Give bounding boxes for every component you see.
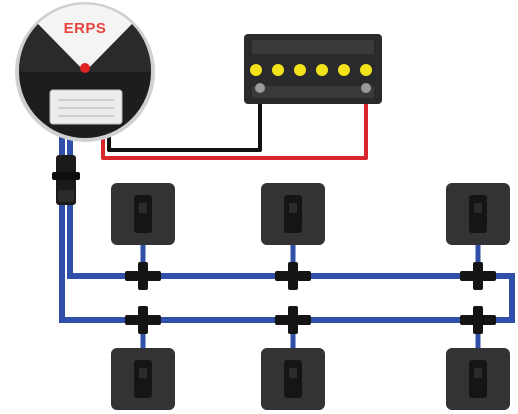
nozzle-bottom-1 [111,348,175,410]
tee-top-2 [275,262,311,290]
nozzle-row-bottom [111,348,510,410]
power-wires [101,92,368,160]
nozzle-top-2 [261,183,325,245]
battery-cell-6 [360,64,372,76]
tee-top-3 [460,262,496,290]
nozzle-top-3 [446,183,510,245]
tee-bottom-1 [125,306,161,334]
negative-wire [107,92,262,152]
positive-wire [101,92,368,160]
battery-negative-terminal [255,83,265,93]
tee-bottom-2 [275,306,311,334]
tee-bottom-3 [460,306,496,334]
battery-cell-1 [250,64,262,76]
tee-connectors [125,262,496,334]
tee-top-1 [125,262,161,290]
nozzle-bottom-3 [446,348,510,410]
nozzle-top-1 [111,183,175,245]
battery-cell-5 [338,64,350,76]
battery-cells [250,64,372,76]
battery-cell-3 [294,64,306,76]
controller-brand-label: ERPS [64,20,107,37]
nozzle-bottom-2 [261,348,325,410]
battery-cell-4 [316,64,328,76]
controller-led [80,63,90,73]
erps-controller: ERPS [15,2,155,142]
battery-positive-terminal [361,83,371,93]
nozzle-row-top [111,183,510,245]
battery [244,34,382,104]
inline-filter [52,155,80,205]
battery-cell-2 [272,64,284,76]
